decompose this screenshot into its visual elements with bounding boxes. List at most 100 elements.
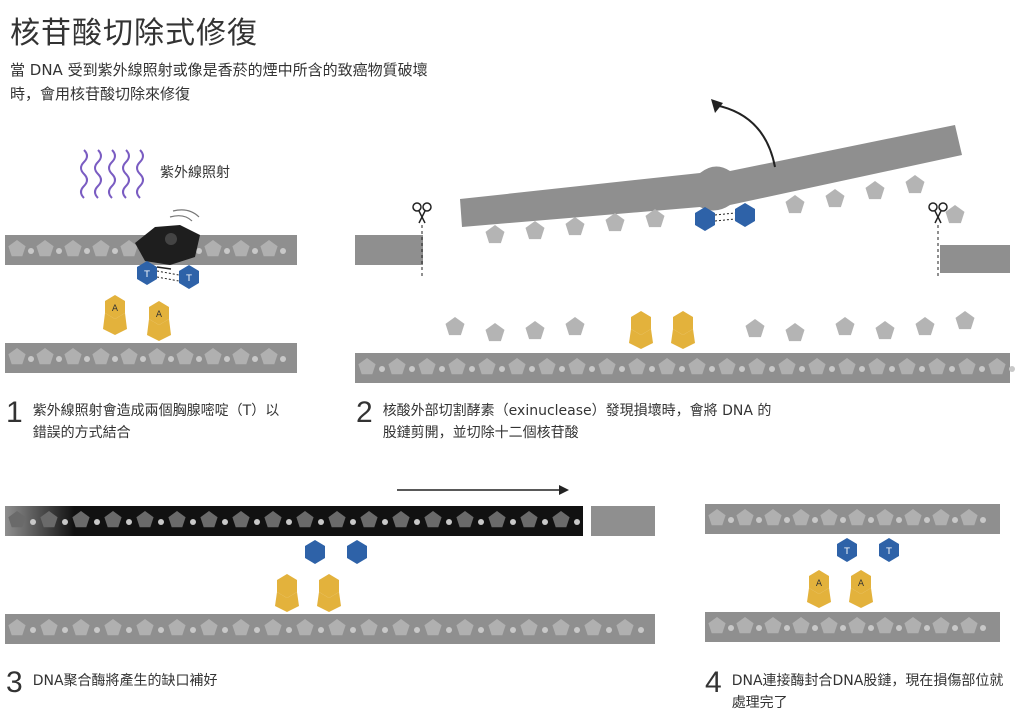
nucleotide — [200, 619, 218, 636]
phosphate — [574, 627, 580, 633]
step-1: 1 紫外線照射會造成兩個胸腺嘧啶（T）以錯誤的方式結合 — [6, 398, 306, 444]
nucleotide — [418, 358, 436, 375]
phosphate — [889, 366, 895, 372]
phosphate — [190, 627, 196, 633]
phosphate — [379, 366, 385, 372]
phosphate — [224, 248, 230, 254]
nucleotide — [328, 619, 346, 636]
nucleotide — [848, 617, 866, 634]
phosphate — [286, 627, 292, 633]
phosphate — [510, 519, 516, 525]
phosphate — [952, 517, 958, 523]
phosphate — [679, 366, 685, 372]
phosphate — [112, 356, 118, 362]
nucleotide — [8, 240, 26, 257]
nucleotide — [915, 317, 935, 336]
phosphate — [280, 356, 286, 362]
step-text: DNA連接酶封合DNA股鏈，現在損傷部位就處理完了 — [731, 673, 1004, 711]
nucleotide — [64, 348, 82, 365]
phosphate — [56, 248, 62, 254]
phosphate — [919, 366, 925, 372]
phosphate — [606, 627, 612, 633]
nucleotide — [508, 358, 526, 375]
nucleotide — [785, 323, 805, 342]
nucleotide — [538, 358, 556, 375]
thymine-label: T — [143, 270, 150, 280]
new-strand — [5, 506, 583, 536]
phosphate — [254, 627, 260, 633]
nucleotide — [296, 511, 314, 528]
nucleotide — [658, 358, 676, 375]
nucleotide — [120, 240, 138, 257]
phosphate — [254, 519, 260, 525]
nucleotide — [488, 511, 506, 528]
phosphate — [728, 517, 734, 523]
step-number: 2 — [356, 396, 373, 429]
nucleotide — [960, 509, 978, 526]
page-title: 核苷酸切除式修復 — [10, 16, 258, 51]
uv-label: 紫外線照射 — [160, 165, 230, 181]
diagram-panel-3 — [5, 485, 655, 644]
nucleotide — [785, 195, 805, 214]
phosphate — [924, 517, 930, 523]
adenine-label: A — [156, 310, 163, 320]
nucleotide — [736, 509, 754, 526]
nucleotide — [708, 617, 726, 634]
nucleotide — [260, 348, 278, 365]
nucleotide — [232, 348, 250, 365]
phosphate — [756, 625, 762, 631]
phosphate — [499, 366, 505, 372]
phosphate — [382, 627, 388, 633]
phosphate — [286, 519, 292, 525]
phosphate — [1009, 366, 1015, 372]
nucleotide — [72, 619, 90, 636]
step-4: 4 DNA連接酶封合DNA股鏈，現在損傷部位就處理完了 — [705, 668, 1015, 714]
phosphate — [414, 519, 420, 525]
nucleotide — [8, 619, 26, 636]
phosphate — [469, 366, 475, 372]
nucleotide — [525, 221, 545, 240]
phosphate — [784, 517, 790, 523]
phosphate — [638, 627, 644, 633]
phosphate — [84, 356, 90, 362]
nucleotide — [104, 619, 122, 636]
phosphate — [542, 519, 548, 525]
nucleotide — [488, 619, 506, 636]
nucleotide — [456, 511, 474, 528]
nucleotide — [628, 358, 646, 375]
nucleotide — [932, 617, 950, 634]
nucleotide — [392, 511, 410, 528]
nucleotide — [260, 240, 278, 257]
phosphate — [728, 625, 734, 631]
nucleotide — [598, 358, 616, 375]
excised-fragment — [460, 125, 962, 227]
phosphate — [439, 366, 445, 372]
phosphate — [769, 366, 775, 372]
phosphate — [222, 519, 228, 525]
phosphate — [542, 627, 548, 633]
nucleotide — [264, 511, 282, 528]
nucleotide — [485, 225, 505, 244]
phosphate — [756, 517, 762, 523]
thymine-pair — [305, 540, 367, 564]
nucleotide — [808, 358, 826, 375]
nucleotide — [36, 348, 54, 365]
nucleotide — [778, 358, 796, 375]
nucleotide — [928, 358, 946, 375]
nucleotide — [92, 240, 110, 257]
phosphate — [619, 366, 625, 372]
phosphate — [952, 625, 958, 631]
phosphate — [30, 627, 36, 633]
nucleotide — [876, 617, 894, 634]
phosphate — [859, 366, 865, 372]
phosphate — [840, 517, 846, 523]
phosphate — [62, 519, 68, 525]
nucleotide — [552, 511, 570, 528]
nucleotide — [168, 511, 186, 528]
nucleotide — [960, 617, 978, 634]
nucleotide — [764, 617, 782, 634]
adenine-pair — [275, 574, 341, 612]
phosphate — [409, 366, 415, 372]
nucleotide — [745, 319, 765, 338]
nucleotide — [904, 617, 922, 634]
